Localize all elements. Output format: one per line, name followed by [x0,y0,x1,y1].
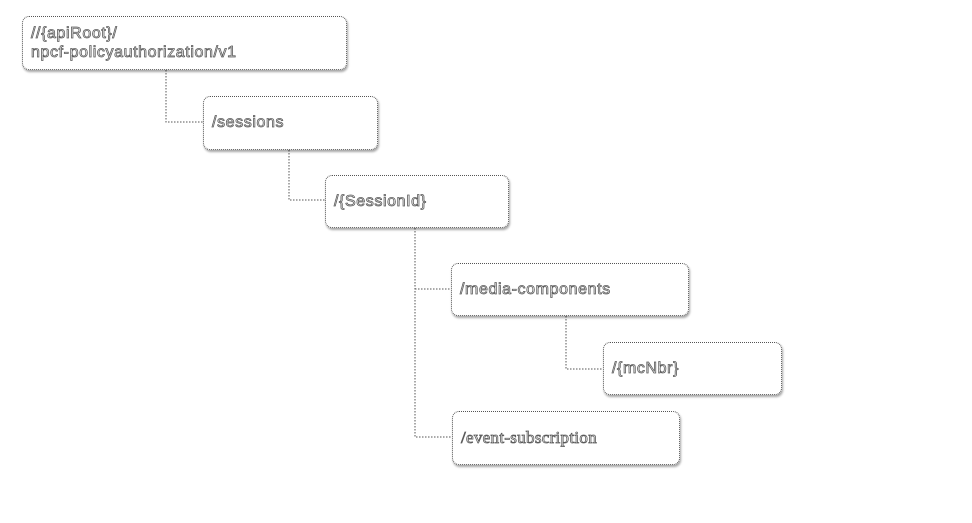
node-sessions: /sessions [203,96,378,150]
node-api-root-line-2: npcf-policyauthorization/v1 [31,44,237,62]
node-media-components-label: /media-components [460,280,611,298]
connector-sessionid-children [414,228,452,438]
node-media-components: /media-components [451,263,689,316]
connector-media-mcnbr [565,316,603,370]
node-event-subscription-label: /event-subscription [461,428,598,448]
node-api-root-line-1: //{apiRoot}/ [31,25,118,43]
node-session-id-label: /{SessionId} [334,192,427,210]
node-sessions-label: /sessions [212,114,285,132]
node-mc-nbr-label: /{mcNbr} [612,359,680,377]
node-mc-nbr: /{mcNbr} [603,342,782,395]
node-api-root: //{apiRoot}/ npcf-policyauthorization/v1 [22,16,347,70]
node-session-id: /{SessionId} [325,175,509,228]
node-event-subscription: /event-subscription [452,411,680,465]
connector-root-sessions [165,70,203,123]
connector-sessions-sessionid [288,150,325,201]
